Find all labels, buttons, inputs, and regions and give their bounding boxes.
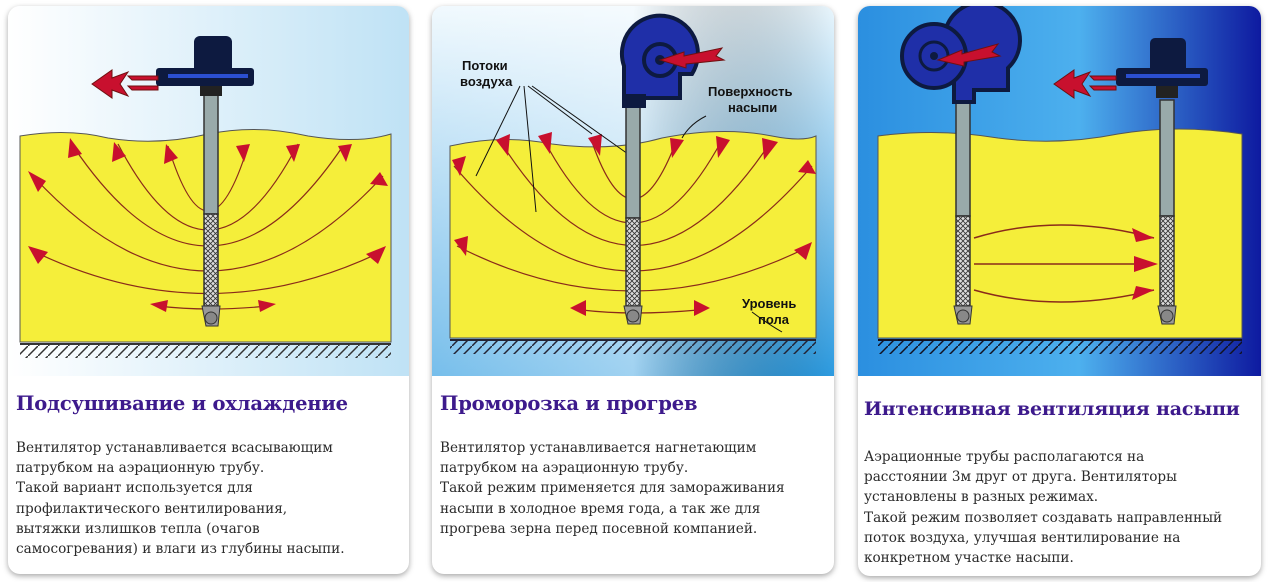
aeration-pipe-icon	[953, 97, 973, 325]
exhaust-arrow-icon	[936, 43, 1002, 67]
freezing-illustration: Потоки воздуха Поверхность насыпи Уровен…	[432, 6, 834, 376]
description-line: Такой режим применяется для замораживани…	[440, 480, 785, 497]
air-flow-arrow-icon	[28, 138, 388, 312]
label-air-flows-2: воздуха	[460, 74, 513, 89]
card-description: Вентилятор устанавливается нагнетающим п…	[440, 438, 828, 539]
label-floor: Уровень	[742, 296, 796, 311]
fan-icon	[620, 13, 700, 108]
card-description: Аэрационные трубы располагаются на расст…	[864, 447, 1255, 568]
label-air-flows: Потоки	[462, 58, 508, 73]
mode-card-freezing: Потоки воздуха Поверхность насыпи Уровен…	[432, 6, 834, 574]
air-flow-arrow-icon	[452, 132, 816, 316]
freezing-diagram: Потоки воздуха Поверхность насыпи Уровен…	[432, 6, 834, 376]
description-line: расстоянии 3м друг от друга. Вентиляторы	[864, 469, 1177, 486]
floor-hatch	[878, 340, 1242, 354]
exhaust-arrow-icon	[91, 69, 159, 99]
card-title: Проморозка и прогрев	[440, 392, 698, 415]
description-line: самосогревания) и влаги из глубины насып…	[16, 541, 345, 558]
description-line: Такой вариант используется для	[16, 480, 253, 497]
label-surface-2: насыпи	[728, 100, 777, 115]
intensive-diagram	[858, 6, 1261, 376]
label-surface: Поверхность	[708, 84, 793, 99]
description-line: вытяжки излишков тепла (очагов	[16, 520, 260, 537]
description-line: Аэрационные трубы располагаются на	[864, 449, 1145, 465]
card-title: Подсушивание и охлаждение	[16, 392, 348, 415]
drying-diagram	[8, 6, 409, 376]
description-line: конкретном участке насыпи.	[864, 550, 1074, 567]
intensive-illustration	[858, 6, 1261, 376]
aeration-pipe-icon	[623, 97, 643, 325]
description-line: патрубком на аэрационную трубу.	[16, 460, 265, 477]
air-flow-lines	[973, 224, 1155, 303]
mode-card-intensive: Интенсивная вентиляция насыпи Аэрационны…	[858, 6, 1261, 576]
description-line: установлены в разных режимах.	[864, 489, 1099, 506]
drying-illustration	[8, 6, 409, 376]
card-description: Вентилятор устанавливается всасывающим п…	[16, 438, 403, 559]
floor-hatch	[20, 344, 391, 358]
description-line: Такой режим позволяет создавать направле…	[864, 509, 1223, 526]
card-title: Интенсивная вентиляция насыпи	[864, 398, 1240, 420]
exhaust-arrow-icon	[658, 47, 726, 69]
grain-mass	[877, 128, 1243, 339]
fan-icon	[156, 36, 254, 96]
aeration-pipe-icon	[201, 93, 221, 327]
description-line: Вентилятор устанавливается всасывающим	[16, 440, 333, 456]
label-leaders	[475, 85, 783, 333]
floor-hatch	[450, 340, 816, 354]
exhaust-arrow-icon	[1053, 69, 1117, 99]
fan-icon	[1116, 38, 1208, 98]
mode-card-drying: Подсушивание и охлаждение Вентилятор уст…	[8, 6, 409, 574]
description-line: насыпи в холодное время года, а так же д…	[440, 500, 761, 517]
description-line: патрубком на аэрационную трубу.	[440, 460, 689, 477]
label-floor-2: пола	[758, 312, 790, 327]
description-line: Вентилятор устанавливается нагнетающим	[440, 440, 757, 456]
air-flow-arrow-icon	[1132, 228, 1158, 300]
description-line: прогрева зерна перед посевной компанией.	[440, 520, 758, 537]
aeration-pipe-icon	[1157, 99, 1177, 325]
fan-icon	[900, 6, 1022, 104]
description-line: профилактического вентилирования,	[16, 500, 288, 517]
description-line: поток воздуха, улучшая вентилирование на	[864, 529, 1181, 546]
